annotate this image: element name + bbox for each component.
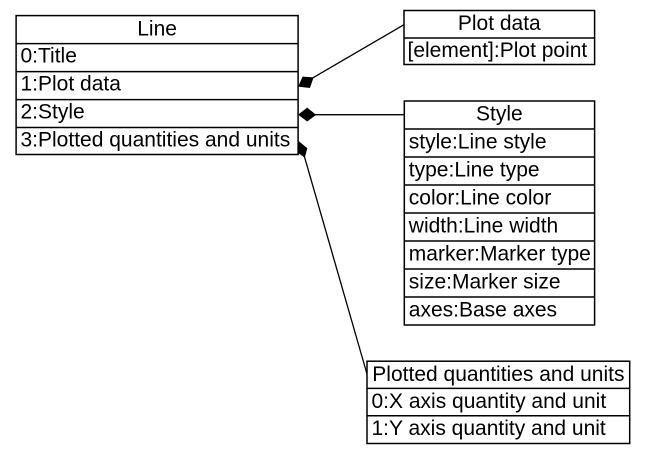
svg-text:1:Plot data: 1:Plot data: [21, 73, 122, 96]
svg-text:axes:Base axes: axes:Base axes: [409, 299, 557, 322]
svg-text:2:Style: 2:Style: [21, 101, 85, 124]
svg-text:Plot data: Plot data: [458, 12, 541, 35]
svg-text:style:Line style: style:Line style: [409, 131, 547, 154]
svg-text:Line: Line: [137, 17, 177, 40]
svg-text:Style: Style: [476, 103, 523, 126]
svg-text:Plotted quantities and units: Plotted quantities and units: [372, 363, 624, 386]
svg-text:color:Line color: color:Line color: [409, 187, 551, 210]
svg-text:marker:Marker type: marker:Marker type: [409, 243, 591, 266]
svg-text:[element]:Plot point: [element]:Plot point: [408, 39, 588, 62]
svg-text:0:Title: 0:Title: [21, 45, 77, 68]
svg-text:3:Plotted quantities and units: 3:Plotted quantities and units: [21, 129, 291, 152]
svg-text:width:Line width: width:Line width: [408, 215, 558, 238]
svg-text:0:X axis quantity and unit: 0:X axis quantity and unit: [372, 390, 607, 413]
svg-text:1:Y axis quantity and unit: 1:Y axis quantity and unit: [372, 417, 606, 440]
svg-text:type:Line type: type:Line type: [409, 159, 540, 182]
svg-text:size:Marker size: size:Marker size: [409, 271, 561, 294]
